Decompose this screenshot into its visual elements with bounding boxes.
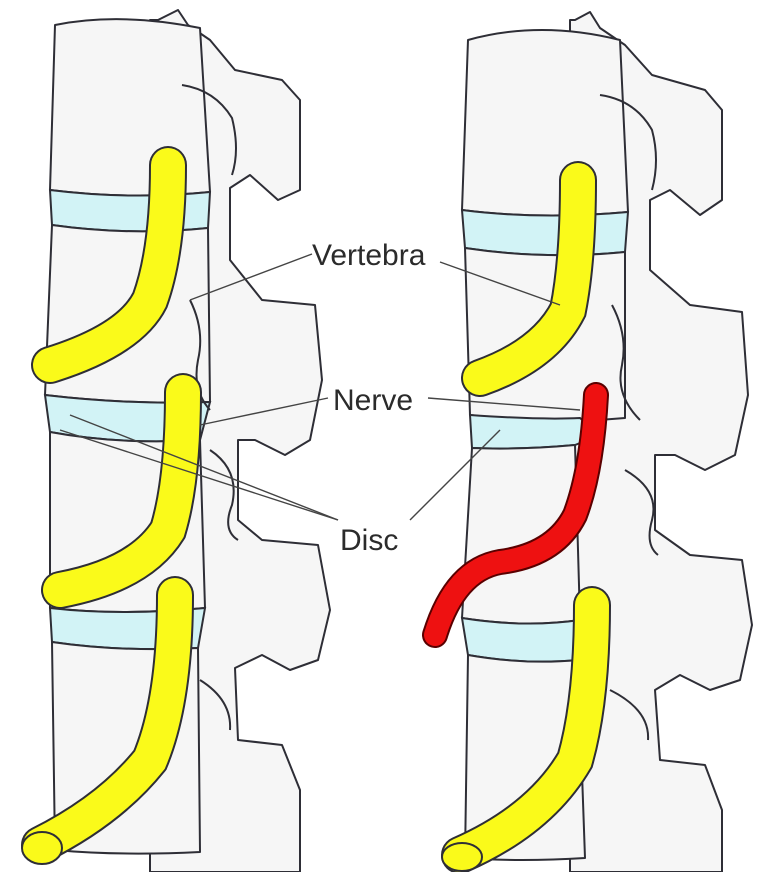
label-disc: Disc <box>340 524 398 557</box>
right-vertebra-1 <box>462 30 628 216</box>
label-vertebra: Vertebra <box>312 239 426 272</box>
left-spine <box>22 10 330 872</box>
label-nerve: Nerve <box>333 384 413 417</box>
right-disc-3 <box>462 618 580 662</box>
right-spine <box>435 12 752 872</box>
right-disc-1 <box>462 210 628 255</box>
